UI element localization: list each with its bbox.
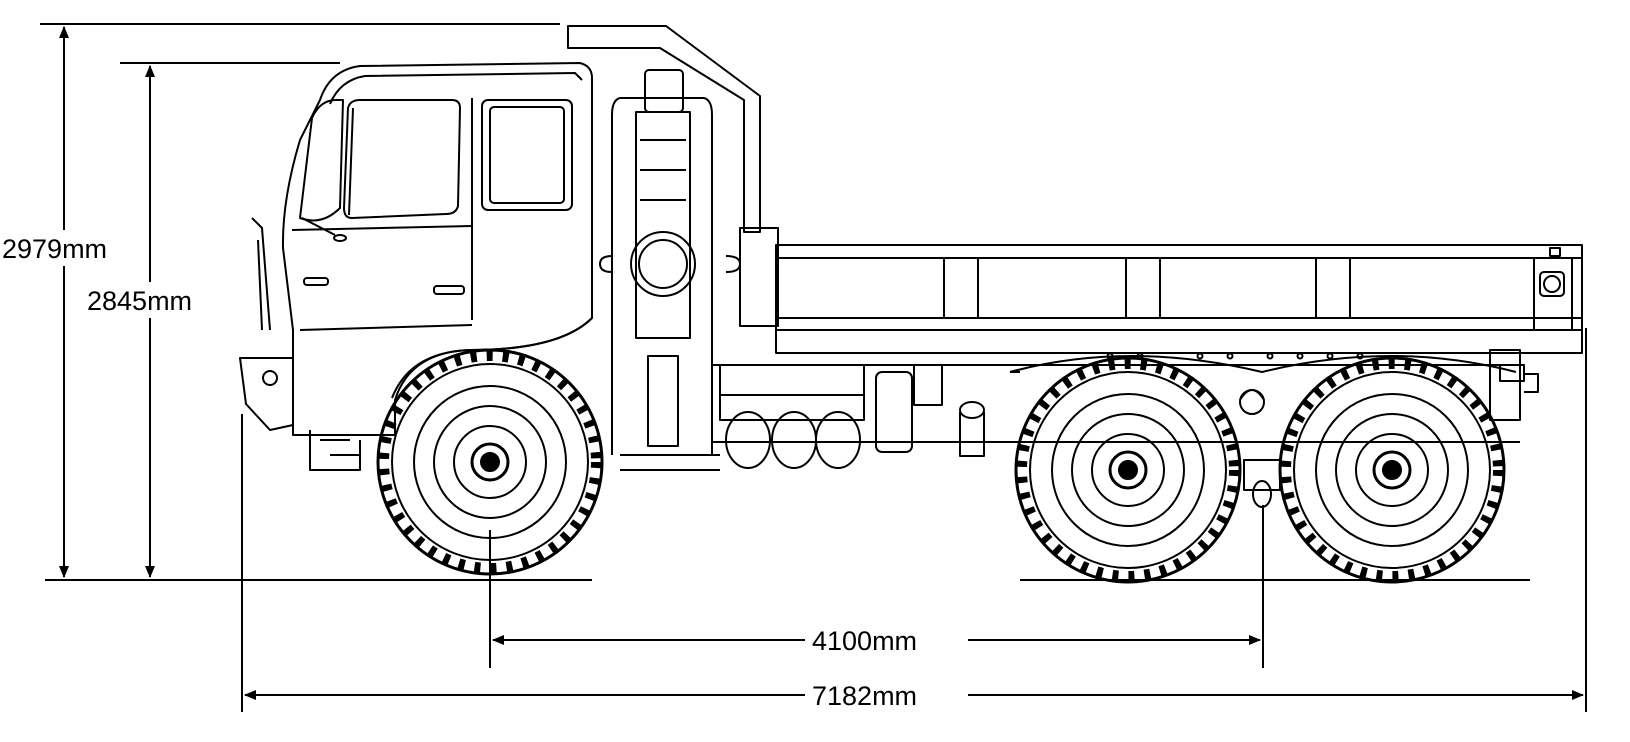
middle-rear-wheel	[1014, 356, 1242, 584]
exhaust-stack	[567, 25, 779, 455]
cab-height-label: 2845mm	[87, 286, 192, 316]
overall-height-label: 2979mm	[2, 234, 107, 264]
front-bumper	[239, 357, 361, 471]
wheelbase-label: 4100mm	[812, 626, 917, 656]
front-wheel-arch	[391, 317, 593, 399]
truck-drawing	[239, 25, 1583, 584]
rear-wheel	[1278, 356, 1506, 584]
rear-wheel-arches	[1009, 355, 1517, 373]
overall-length-label: 7182mm	[812, 681, 917, 711]
dimension-lines: 2979mm 2845mm 4100mm 7182mm	[0, 23, 1587, 712]
fuel-tanks	[620, 364, 1281, 508]
cargo-bed	[712, 244, 1583, 443]
